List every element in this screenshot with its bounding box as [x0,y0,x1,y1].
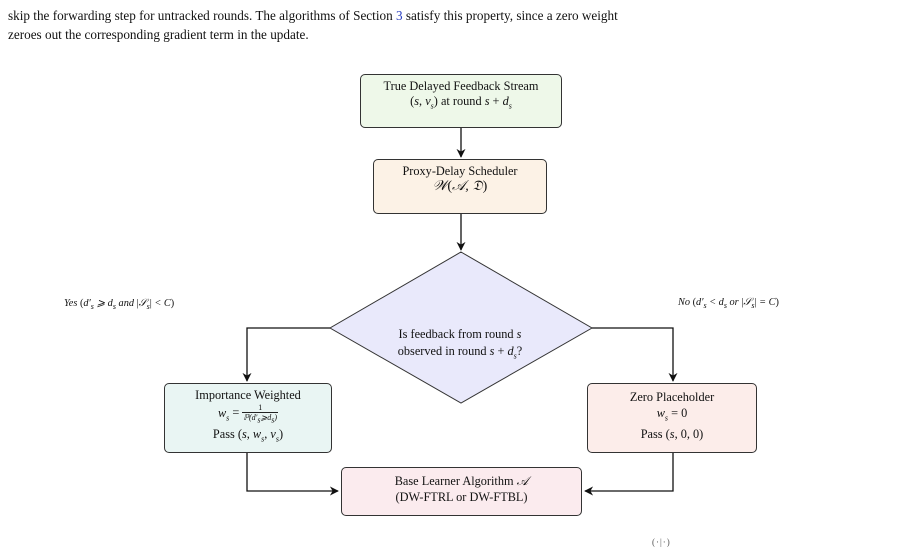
decision-line-1: Is feedback from round s [398,327,522,341]
stream-title: True Delayed Feedback Stream [383,79,539,93]
importance-weighted-title: Importance Weighted [195,388,301,402]
intro-paragraph: skip the forwarding step for untracked r… [8,6,908,44]
zero-weight-formula: ws = 0 [656,406,688,423]
decision-text: Is feedback from round s observed in rou… [370,326,550,364]
yes-label: Yes (d′s ⩾ ds and |𝒮s| < C) [64,298,175,312]
decision-line-2: observed in round s + ds? [397,344,523,361]
arrow-weighted-to-learner [246,453,339,496]
arrow-zero-to-learner [584,453,674,496]
scheduler-formula: 𝒲(𝒜, 𝔇) [432,179,488,194]
zero-placeholder-box: Zero Placeholder ws = 0 Pass (s, 0, 0) [587,383,757,453]
arrow-no-branch [592,327,678,382]
stream-box: True Delayed Feedback Stream (s, vs) at … [360,74,562,128]
section-link[interactable]: 3 [395,8,403,23]
arrow-yes-branch [242,327,330,382]
stream-formula: (s, vs) at round s + ds [410,94,512,111]
base-learner-box: Base Learner Algorithm 𝒜 (DW-FTRL or DW-… [341,467,582,516]
base-learner-title: Base Learner Algorithm 𝒜 [394,474,529,488]
intro-text: skip the forwarding step for untracked r… [8,8,396,23]
weighted-pass: Pass (s, ws, vs) [212,427,284,444]
base-learner-subtitle: (DW-FTRL or DW-FTBL) [395,490,528,504]
no-label: No (d′s < ds or |𝒮s| = C) [678,297,779,311]
cut-off-footer-fragment: (·|·) [652,537,671,547]
intro-text: satisfy this property, since a zero weig… [402,8,618,23]
intro-text: zeroes out the corresponding gradient te… [8,27,309,42]
scheduler-title: Proxy-Delay Scheduler [402,164,518,178]
decision-diamond [328,251,594,404]
zero-placeholder-title: Zero Placeholder [629,390,715,404]
zero-pass: Pass (s, 0, 0) [640,427,704,442]
scheduler-box: Proxy-Delay Scheduler 𝒲(𝒜, 𝔇) [373,159,547,214]
